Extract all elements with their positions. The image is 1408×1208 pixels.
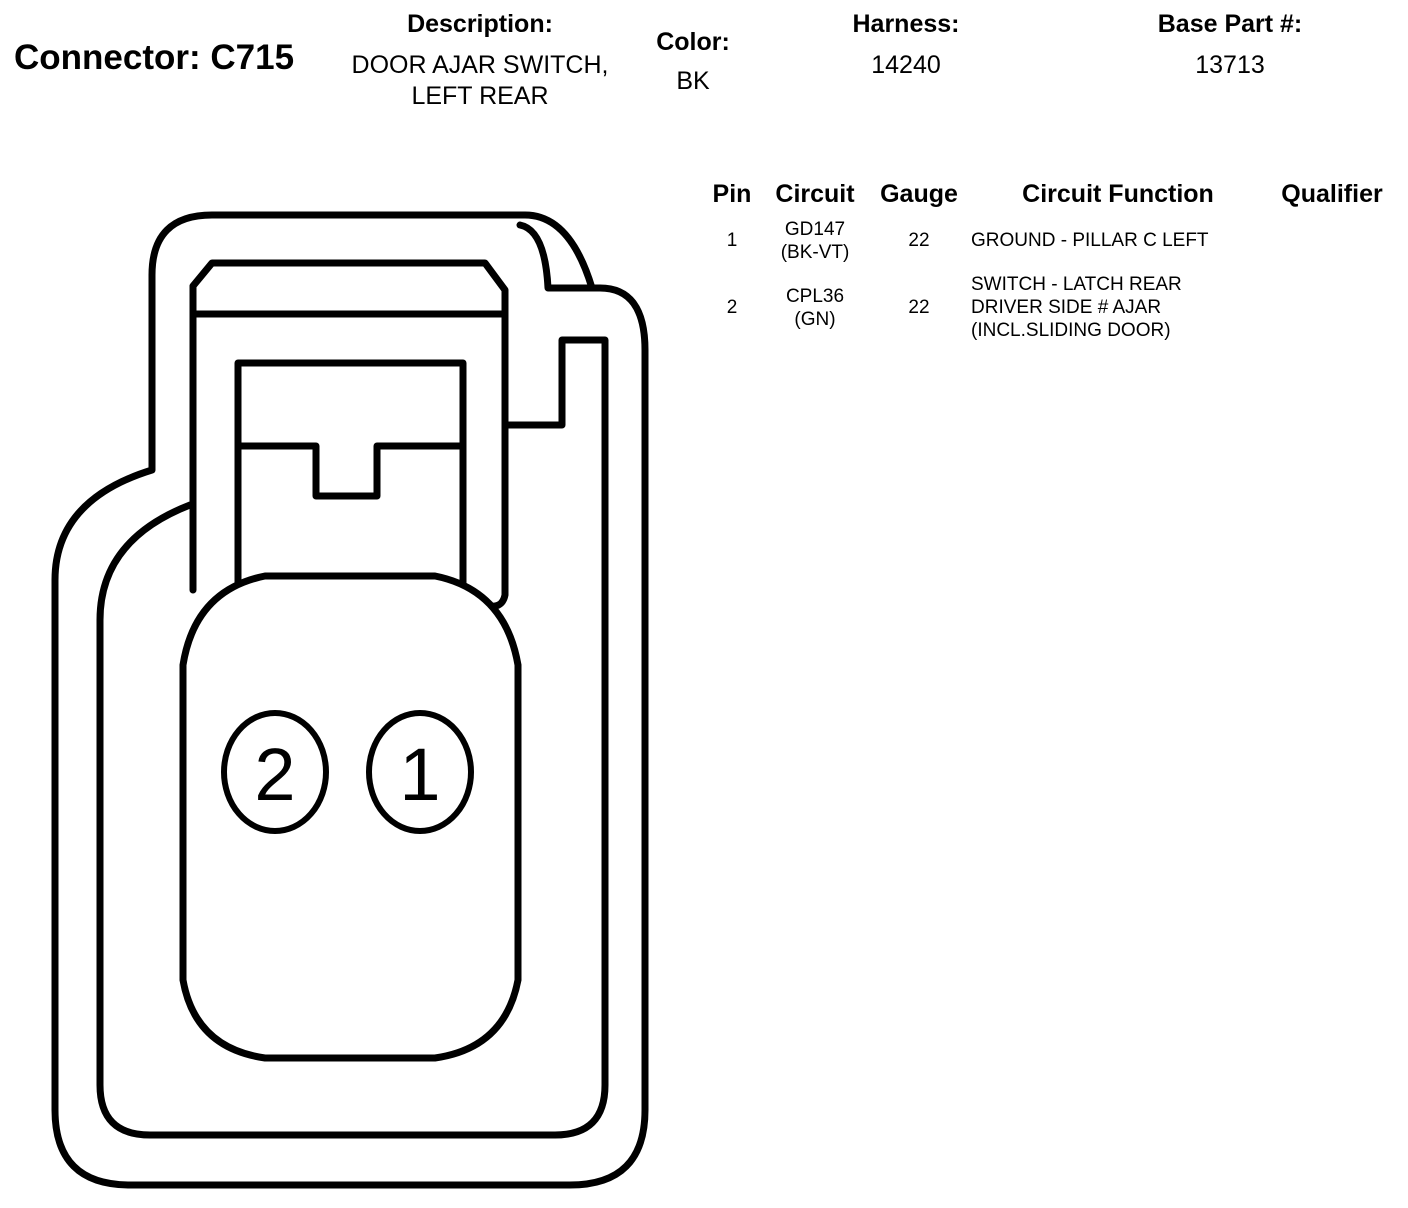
pin-2: 2 [221,710,329,834]
latch-window [234,359,467,589]
harness-label: Harness: [852,10,960,38]
row-2-circuit-color: (GN) [794,309,836,330]
pin-1: 1 [366,710,474,834]
connector-latch-step [516,221,596,292]
base-part-label: Base Part #: [1157,10,1303,38]
row-2-circuit: CPL36 (GN) [755,285,875,331]
row-1-circuit-id: GD147 [784,219,846,240]
row-2-pin: 2 [726,297,738,318]
description-line-2: LEFT REAR [411,82,549,110]
row-1-gauge: 22 [908,230,930,251]
row-2-function-line-3: (INCL.SLIDING DOOR) [971,320,1171,341]
row-2-function-line-1: SWITCH - LATCH REAR [971,274,1182,295]
row-2-gauge: 22 [908,297,930,318]
row-2-function: SWITCH - LATCH REAR DRIVER SIDE # AJAR (… [971,273,1182,342]
col-header-pin: Pin [712,180,752,208]
description-value: DOOR AJAR SWITCH, LEFT REAR [320,50,640,112]
connector-housing-inner [96,336,609,1139]
description-line-1: DOOR AJAR SWITCH, [351,51,609,79]
col-header-circuit-function: Circuit Function [1022,180,1214,208]
row-1-function: GROUND - PILLAR C LEFT [971,229,1209,252]
harness-value: 14240 [871,51,941,79]
row-2-circuit-id: CPL36 [785,286,845,307]
row-1-circuit: GD147 (BK-VT) [755,218,875,264]
latch-notch [234,442,467,500]
base-part-value: 13713 [1195,51,1265,79]
pin-1-label: 1 [399,733,440,816]
color-value: BK [676,67,710,95]
col-header-circuit: Circuit [775,180,855,208]
color-label: Color: [656,28,730,56]
connector-title: Connector: C715 [14,38,295,77]
connector-housing-outer [51,211,649,1189]
row-1-function-line-1: GROUND - PILLAR C LEFT [971,230,1209,251]
pin-2-circle [221,710,329,834]
row-1-pin: 1 [726,230,738,251]
col-header-qualifier: Qualifier [1281,180,1383,208]
pin-2-label: 2 [254,733,295,816]
row-1-circuit-color: (BK-VT) [780,242,850,263]
pin-cavity-body [179,572,522,1062]
col-header-gauge: Gauge [880,180,958,208]
pin-1-circle [366,710,474,834]
description-label: Description: [407,10,553,38]
row-2-function-line-2: DRIVER SIDE # AJAR [971,297,1162,318]
